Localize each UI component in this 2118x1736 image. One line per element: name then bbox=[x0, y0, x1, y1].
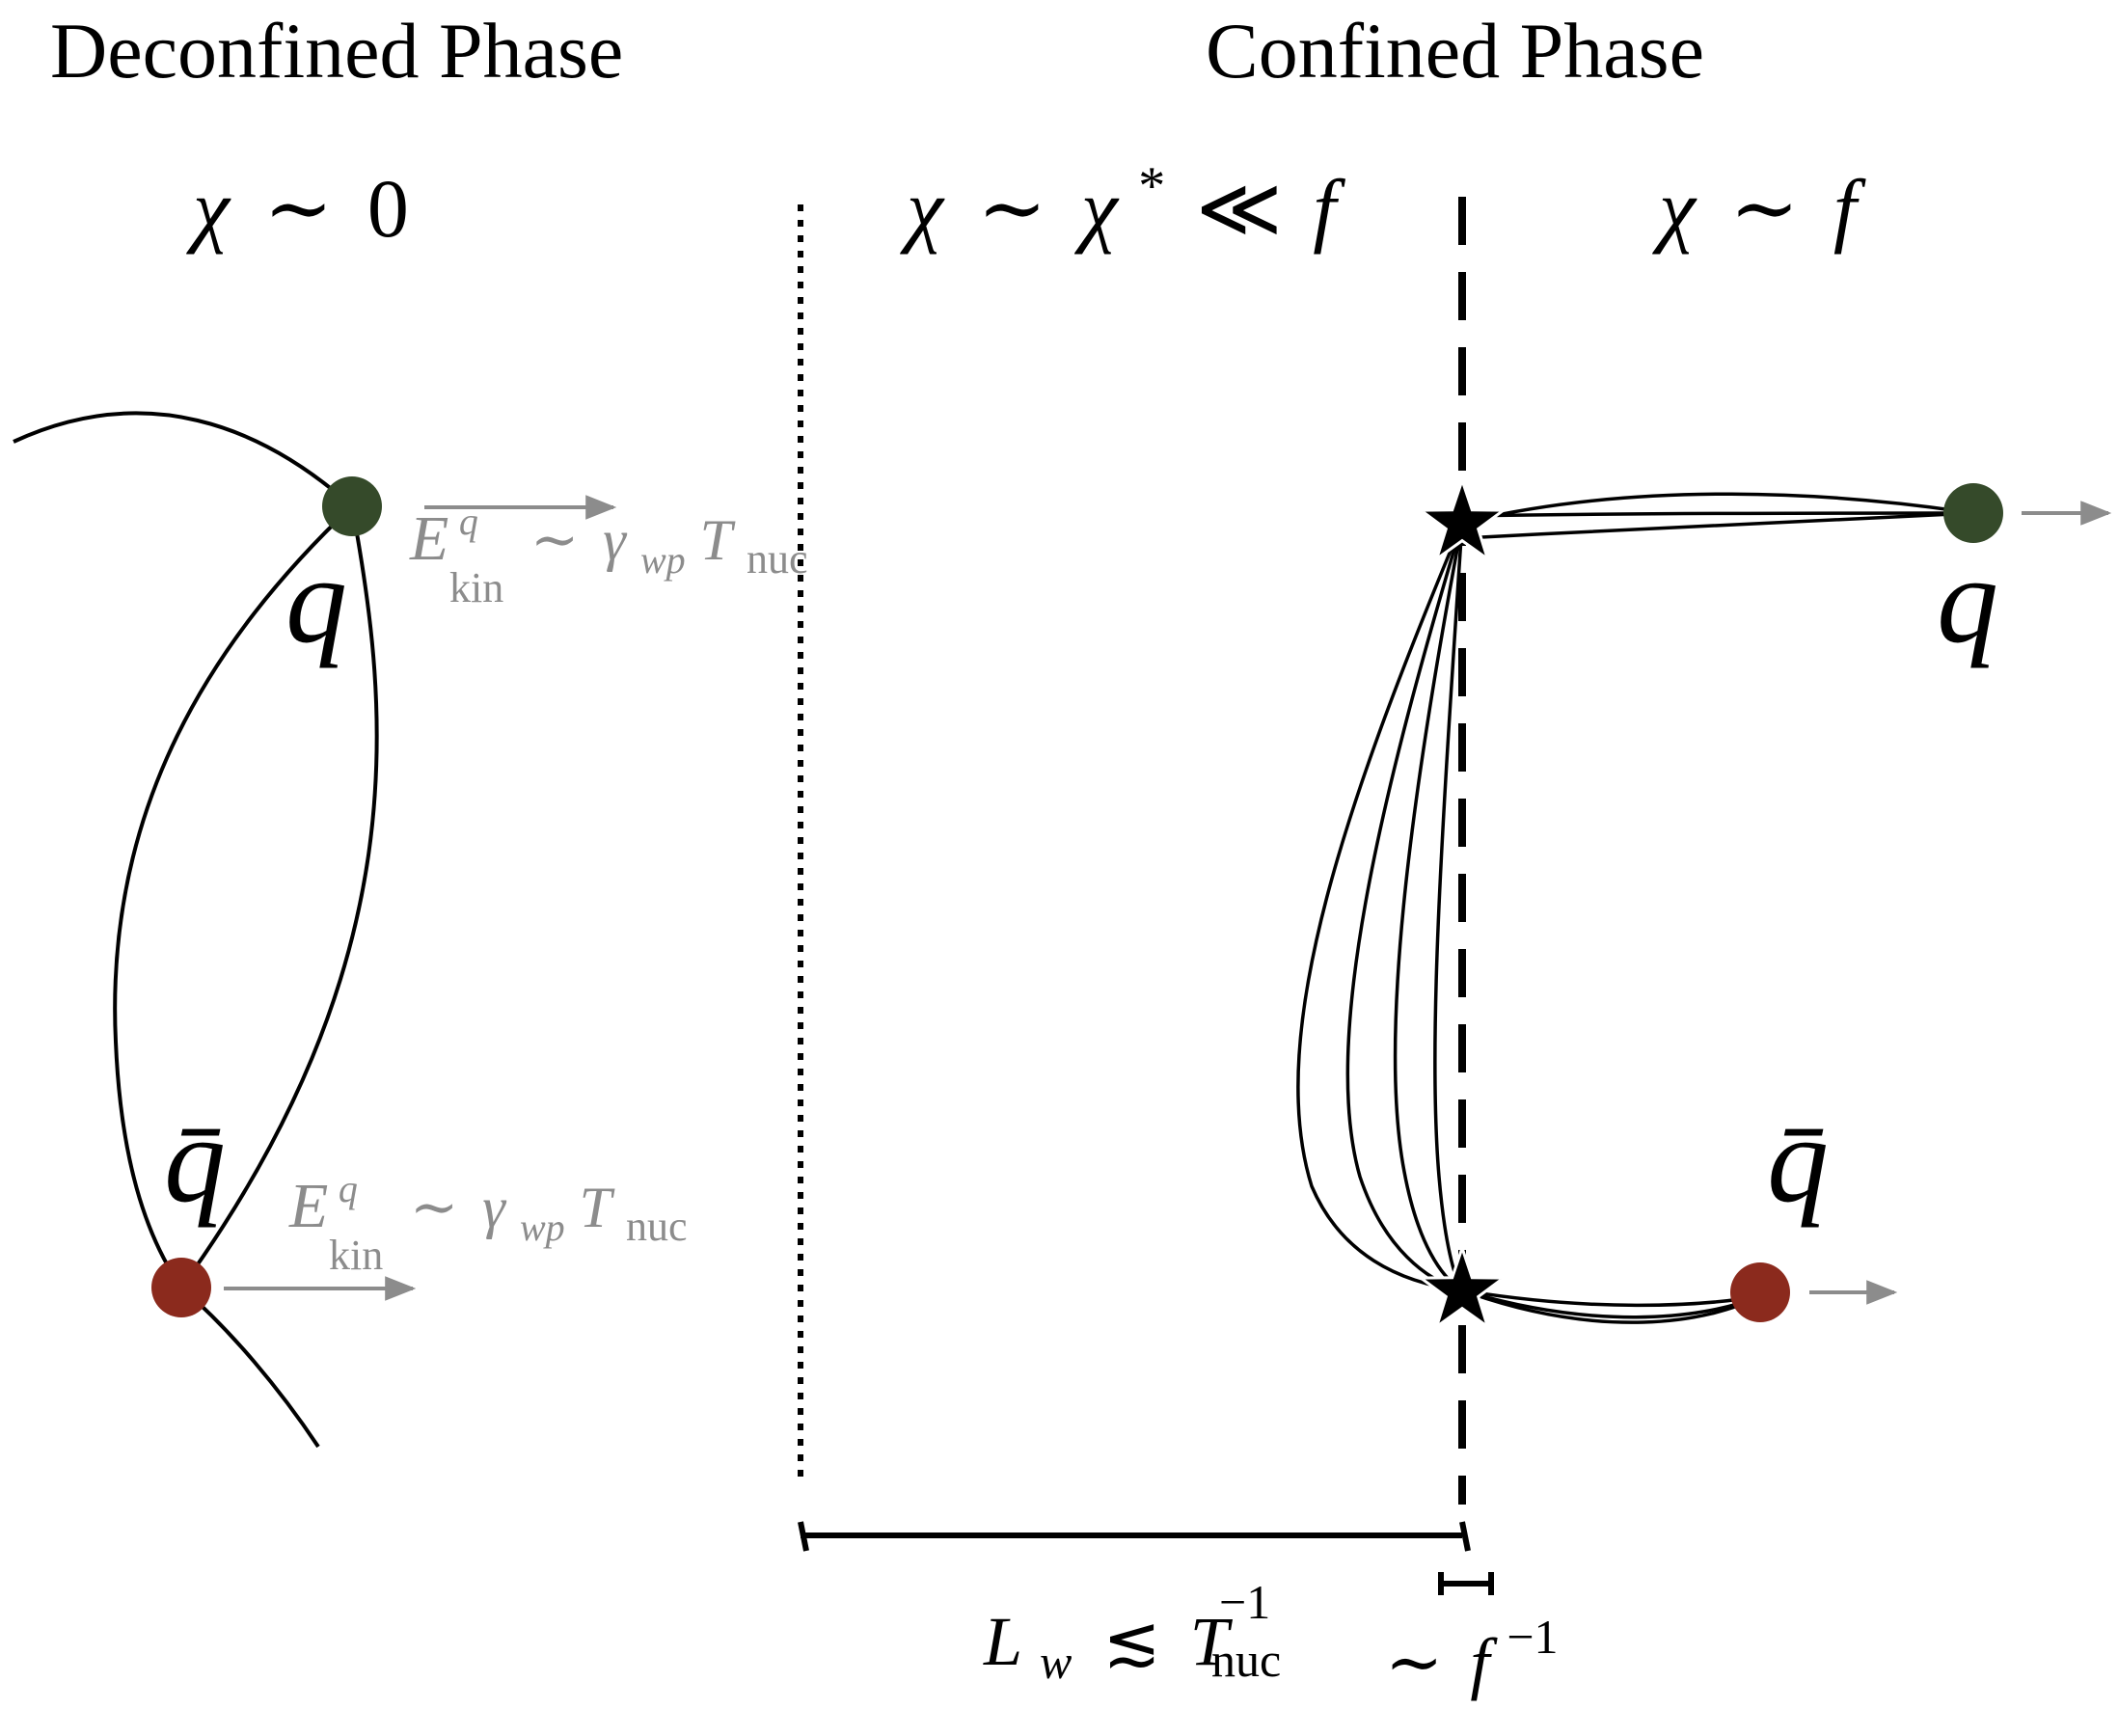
left-region-label: χ ∼ 0 bbox=[186, 162, 409, 255]
left-antiquark-label: q̄ bbox=[164, 1091, 226, 1228]
left-quark-label: q bbox=[285, 531, 347, 668]
wall-thickness-label: L w ≲ T bbox=[983, 1603, 1234, 1694]
deconfined-phase-title: Deconfined Phase bbox=[50, 7, 623, 95]
left-antiquark bbox=[151, 1258, 211, 1317]
svg-text:kin: kin bbox=[329, 1232, 383, 1279]
star-superscript: * bbox=[1138, 156, 1165, 216]
much-less-symbol: ≪ bbox=[1196, 162, 1283, 255]
wall-thickness-exponent: −1 bbox=[1219, 1575, 1270, 1629]
confined-phase-title: Confined Phase bbox=[1206, 7, 1704, 95]
right-antiquark-label: q̄ bbox=[1767, 1091, 1829, 1228]
right-antiquark bbox=[1730, 1262, 1790, 1322]
chi-star-symbol: χ bbox=[1074, 162, 1120, 255]
string-width-label: ∼ f −1 bbox=[1385, 1610, 1559, 1701]
right-region-label: χ ∼ f bbox=[1652, 162, 1866, 255]
middle-region-label: χ ∼ χ * ≪ f bbox=[900, 129, 1345, 255]
svg-text:E q: E q bbox=[409, 500, 478, 574]
svg-text:kin: kin bbox=[449, 564, 503, 611]
sim-symbol: ∼ bbox=[263, 162, 333, 255]
svg-text:E q: E q bbox=[288, 1167, 358, 1241]
deconfined-strings bbox=[13, 411, 379, 1449]
chi-symbol: χ bbox=[186, 162, 231, 255]
chi-symbol: χ bbox=[900, 162, 945, 255]
left-quark bbox=[322, 476, 382, 536]
upper-junction-star-icon bbox=[1416, 475, 1508, 563]
confined-flux-tubes bbox=[1296, 492, 1974, 1324]
svg-text:∼ γ wp T: ∼ γ wp T nuc bbox=[530, 508, 808, 585]
f-symbol: f bbox=[1313, 162, 1345, 255]
f-symbol: f bbox=[1833, 162, 1866, 255]
wall-thickness-subscript: nuc bbox=[1211, 1633, 1281, 1687]
right-quark bbox=[1943, 483, 2003, 543]
svg-text:∼ γ wp T: ∼ γ wp T nuc bbox=[410, 1176, 688, 1253]
wall-thickness-scale-bar bbox=[798, 1521, 1471, 1552]
antiquark-kinetic-energy-label: E q kin ∼ γ wp T nuc bbox=[288, 1167, 688, 1279]
right-quark-label: q bbox=[1937, 531, 1998, 668]
string-width-scale-bar bbox=[1438, 1572, 1494, 1595]
chi-symbol: χ bbox=[1652, 162, 1697, 255]
lower-junction-star-icon bbox=[1416, 1243, 1508, 1331]
quark-kinetic-energy-label: E q kin ∼ γ wp T nuc bbox=[409, 500, 808, 611]
zero-value: 0 bbox=[367, 162, 409, 255]
sim-symbol: ∼ bbox=[1729, 162, 1799, 255]
sim-symbol: ∼ bbox=[977, 162, 1046, 255]
